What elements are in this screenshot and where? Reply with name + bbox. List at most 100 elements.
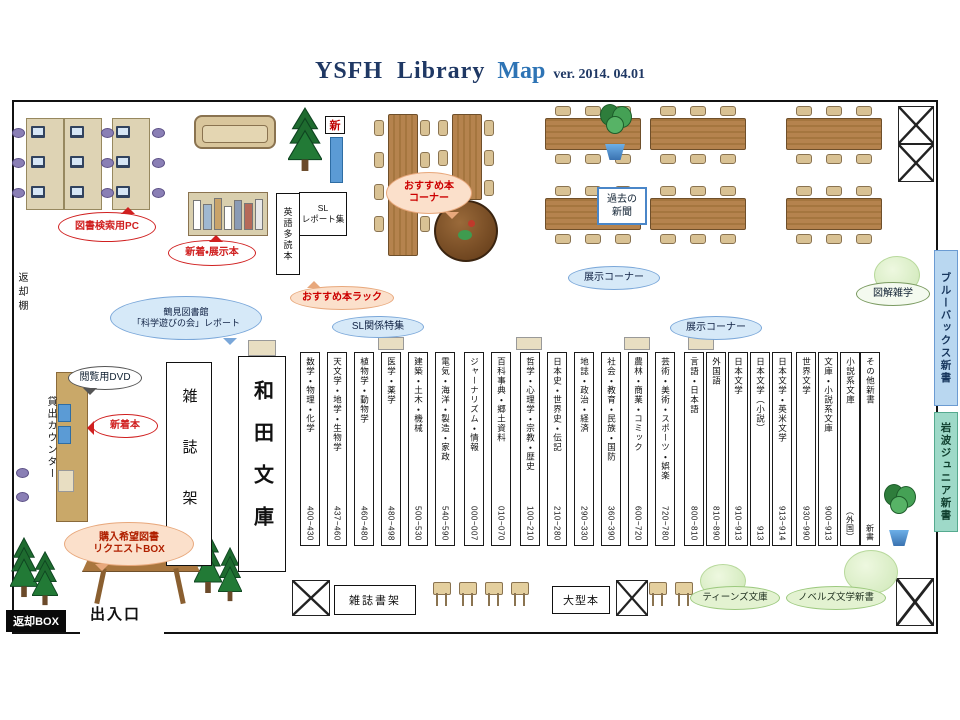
chair (152, 188, 165, 198)
chair (101, 188, 114, 198)
chair (12, 188, 25, 198)
chair (152, 128, 165, 138)
stool (648, 582, 668, 608)
stool (432, 582, 452, 608)
pillar (898, 144, 934, 182)
display-corner-mid-callout: 展示コーナー (670, 316, 762, 340)
report-display (248, 340, 276, 356)
chair (796, 154, 812, 164)
reading-table (786, 198, 882, 230)
chair (420, 120, 430, 136)
chair (660, 186, 676, 196)
shelf-japanese-novels: 日本文学（小説）913 (750, 352, 770, 546)
pc-monitor-icon (31, 156, 45, 168)
reading-table (650, 118, 746, 150)
shrub (844, 550, 898, 594)
sl-report-shelf: SL レポート集 (299, 192, 347, 236)
chair (826, 154, 842, 164)
recommended-corner-line1: おすすめ本 (404, 180, 454, 192)
tree (218, 546, 242, 602)
chair (555, 154, 571, 164)
magazine-rack-label: 雑誌架 (180, 387, 198, 541)
display-corner-top-label: 展示コーナー (584, 271, 644, 283)
novels-shinsho-callout: ノベルズ文学新書 (786, 586, 886, 610)
chair (374, 184, 384, 200)
chair (420, 152, 430, 168)
viewing-dvd-label: 閲覧用DVD (79, 371, 131, 383)
shelf-top-display (624, 337, 650, 350)
bluebacks-shinsho-shelf: ブルーバックス新書 (934, 250, 958, 406)
new-books-rack (330, 137, 343, 183)
tsurumi-line1: 鶴見図書館 (163, 306, 209, 317)
chair (12, 158, 25, 168)
pc-monitor-icon (70, 126, 84, 138)
callout-tail (209, 228, 223, 242)
counter-item (58, 404, 71, 422)
sl-feature-callout: SL関係特集 (332, 316, 424, 338)
zukai-zatsugaku-callout: 図解雑学 (856, 282, 930, 306)
title-school: YSFH Library (315, 58, 486, 84)
recommended-rack-label: おすすめ本ラック (302, 291, 382, 303)
callout-tail (121, 200, 135, 214)
shelf-other-shinsho: その他新書新書 (860, 352, 880, 546)
tree (32, 550, 58, 606)
chair (856, 106, 872, 116)
request-box-line2: リクエストBOX (93, 544, 165, 555)
entrance-gap (80, 621, 164, 635)
chair (16, 492, 29, 502)
chair (826, 106, 842, 116)
new-books-callout: 新着本 (87, 414, 158, 438)
chair (16, 468, 29, 478)
chair (484, 120, 494, 136)
pillar (292, 580, 330, 616)
chair (555, 106, 571, 116)
chair (484, 150, 494, 166)
chair (856, 234, 872, 244)
stool (458, 582, 478, 608)
chair (374, 216, 384, 232)
chair (720, 106, 736, 116)
callout-tail (83, 388, 97, 402)
chair (101, 158, 114, 168)
shelf-top-display (516, 337, 542, 350)
iwanami-junior-shelf: 岩波ジュニア新書 (934, 412, 958, 532)
chair (690, 106, 706, 116)
potted-plant (598, 104, 632, 160)
new-display-books-callout: 新着・展示本 (168, 235, 256, 266)
pillar (896, 577, 934, 627)
new-display-books-label: 新着・展示本 (185, 246, 239, 258)
chair (555, 234, 571, 244)
chair (660, 106, 676, 116)
chair (660, 234, 676, 244)
lending-counter-label: 貸出カウンター (45, 396, 56, 480)
recommended-corner-line2: コーナー (409, 193, 449, 204)
pc-monitor-icon (31, 186, 45, 198)
new-arrival-sign: 新 (325, 116, 345, 134)
chair (690, 234, 706, 244)
pc-monitor-icon (70, 156, 84, 168)
sl-feature-label: SL関係特集 (351, 320, 405, 332)
chair (101, 128, 114, 138)
pc-monitor-icon (31, 126, 45, 138)
chair (585, 154, 601, 164)
counter-item (58, 426, 71, 444)
display-shelf (188, 192, 268, 236)
chair (438, 120, 448, 136)
potted-plant (882, 484, 918, 546)
return-box-label: 返却BOX (13, 616, 59, 628)
sl-report-line2: レポート集 (301, 214, 345, 224)
